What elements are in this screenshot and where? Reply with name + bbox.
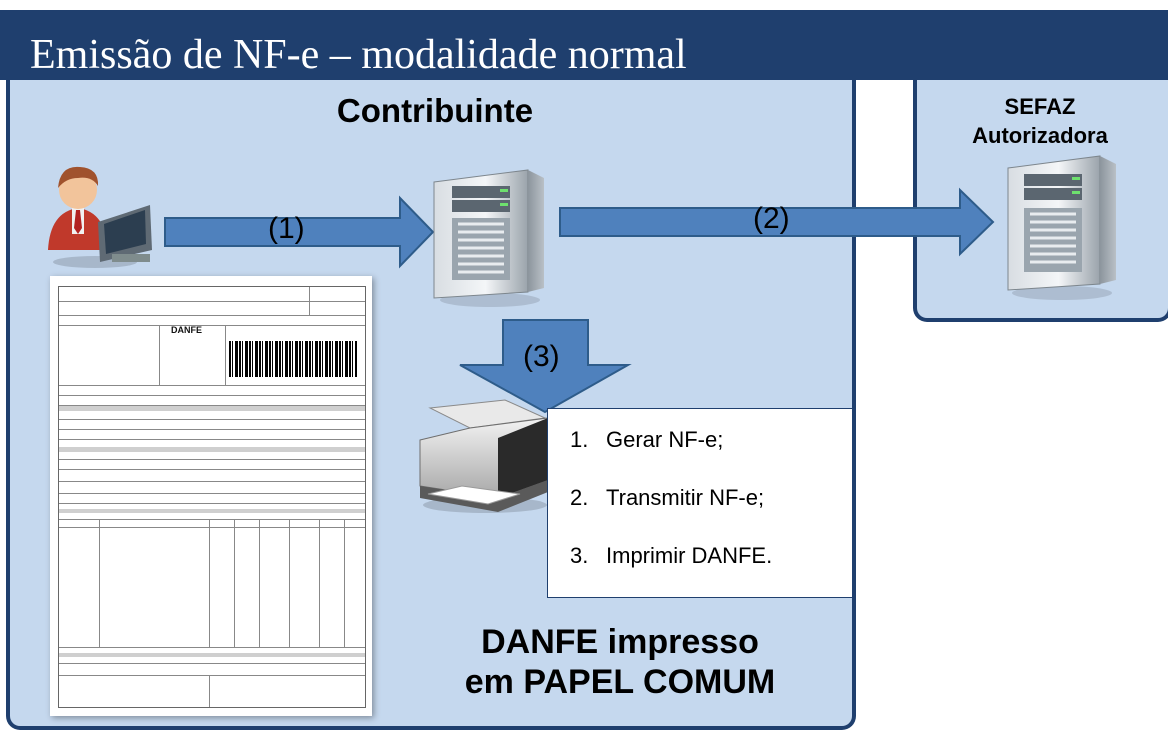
danfe-label-line2: em PAPEL COMUM xyxy=(464,663,776,701)
step-text: Transmitir NF-e; xyxy=(606,485,765,510)
danfe-document-image: DANFE xyxy=(50,276,372,716)
step-number: 3. xyxy=(570,543,589,568)
arrow-2 xyxy=(559,187,995,257)
user-at-computer-icon xyxy=(48,166,152,268)
danfe-label-line1: DANFE impresso xyxy=(481,623,759,661)
title-bar: Emissão de NF-e – modalidade normal xyxy=(0,10,1168,80)
step-text: Gerar NF-e; xyxy=(606,427,724,452)
sefaz-label-line2: Autorizadora xyxy=(972,123,1108,148)
arrow-3-label: (3) xyxy=(523,340,560,373)
step-item: 1. Gerar NF-e; xyxy=(570,427,723,453)
barcode xyxy=(229,341,357,377)
arrow-3 xyxy=(459,319,632,414)
danfe-impresso-label: DANFE impresso em PAPEL COMUM xyxy=(455,622,785,702)
arrow-1 xyxy=(164,195,435,269)
server-icon xyxy=(1007,155,1116,300)
step-number: 2. xyxy=(570,485,589,510)
steps-list: 1. Gerar NF-e; 2. Transmitir NF-e; 3. Impri… xyxy=(547,408,853,598)
arrow-1-label: (1) xyxy=(268,212,305,245)
step-item: 2. Transmitir NF-e; xyxy=(570,485,764,511)
contribuinte-label: Contribuinte xyxy=(336,92,534,129)
danfe-document-frame: DANFE xyxy=(58,286,366,708)
arrow-2-label: (2) xyxy=(753,202,790,235)
step-item: 3. Imprimir DANFE. xyxy=(570,543,772,569)
step-text: Imprimir DANFE. xyxy=(606,543,773,568)
server-icon xyxy=(433,169,544,307)
slide-title: Emissão de NF-e – modalidade normal xyxy=(30,32,687,78)
step-number: 1. xyxy=(570,427,589,452)
printer-icon xyxy=(419,399,549,513)
sefaz-label-line1: SEFAZ xyxy=(1004,94,1076,119)
sefaz-label: SEFAZ Autorizadora xyxy=(930,92,1150,150)
danfe-heading: DANFE xyxy=(171,325,202,335)
